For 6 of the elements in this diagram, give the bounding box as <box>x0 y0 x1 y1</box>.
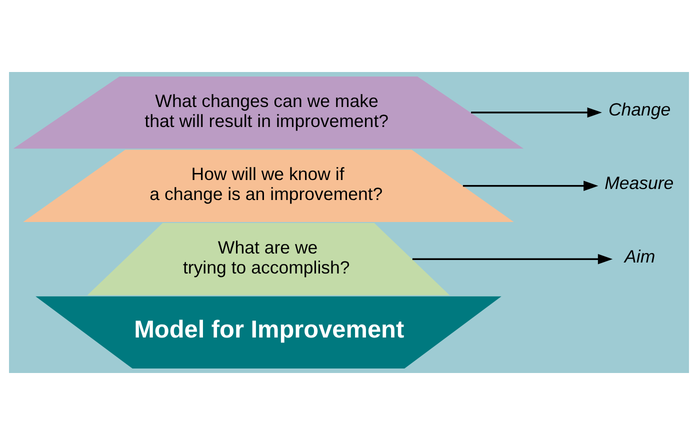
node-text: Change <box>608 99 671 120</box>
node-text: Aim <box>624 246 656 266</box>
arrow <box>471 106 602 118</box>
arrow <box>462 180 598 190</box>
arrow <box>412 254 613 264</box>
node-text: Measure <box>604 172 674 192</box>
